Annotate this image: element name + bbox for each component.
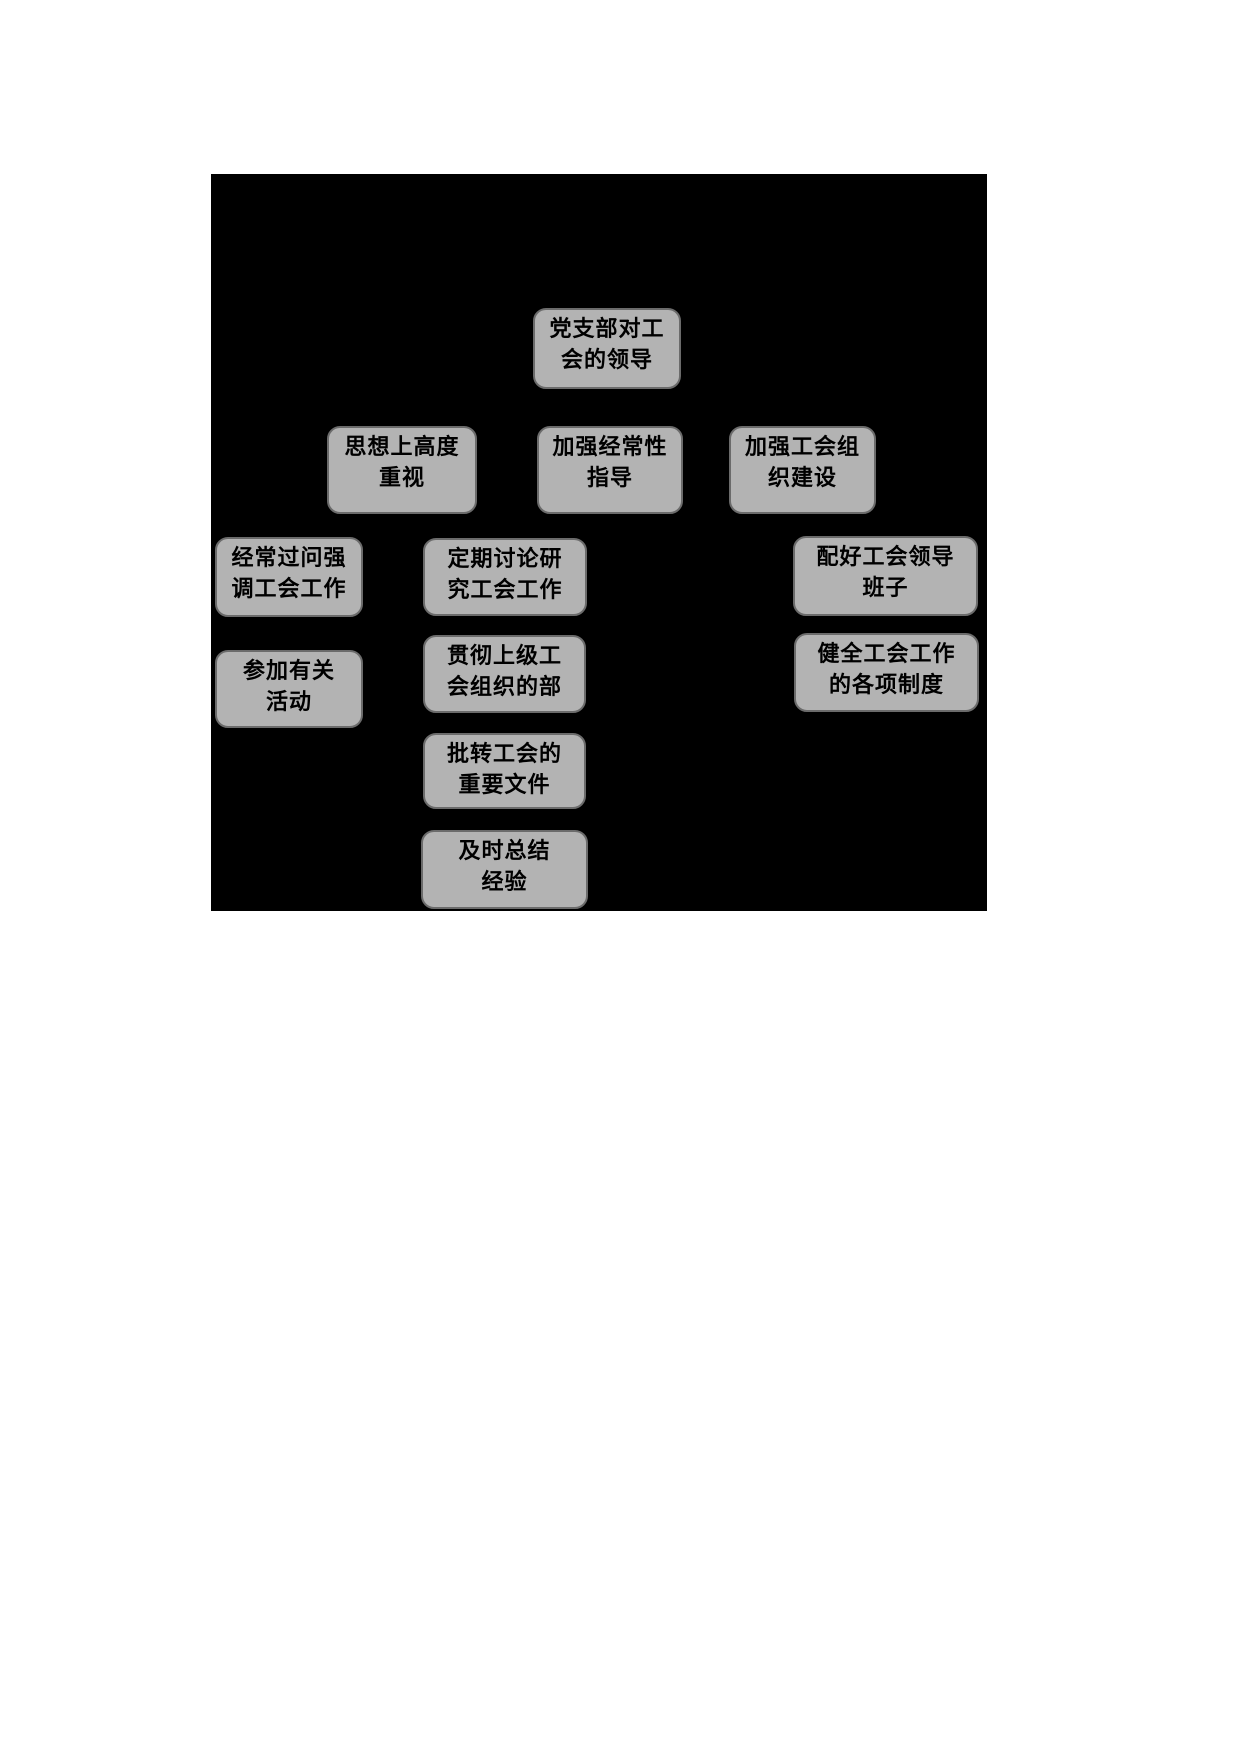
flowchart-node-participate-activities: 参加有关 活动 (215, 650, 363, 728)
flowchart-node-union-organization-building: 加强工会组 织建设 (729, 426, 876, 514)
flowchart-node-regular-guidance: 加强经常性 指导 (537, 426, 683, 514)
flowchart-node-regular-discussion-research: 定期讨论研 究工会工作 (423, 538, 587, 616)
flowchart-node-timely-summarize-experience: 及时总结 经验 (421, 830, 588, 909)
flowchart-node-party-branch-union-leadership: 党支部对工 会的领导 (533, 308, 681, 389)
flowchart-node-frequent-attention-union-work: 经常过问强 调工会工作 (215, 537, 363, 617)
diagram-canvas: 党支部对工 会的领导思想上高度 重视加强经常性 指导加强工会组 织建设经常过问强… (211, 174, 987, 911)
flowchart-node-improve-union-work-systems: 健全工会工作 的各项制度 (794, 633, 979, 712)
flowchart-node-implement-higher-union-deployment: 贯彻上级工 会组织的部 (423, 635, 586, 713)
flowchart-node-approve-union-documents: 批转工会的 重要文件 (423, 733, 586, 809)
flowchart-node-ideological-importance: 思想上高度 重视 (327, 426, 477, 514)
flowchart-node-staff-union-leadership-team: 配好工会领导 班子 (793, 536, 978, 616)
